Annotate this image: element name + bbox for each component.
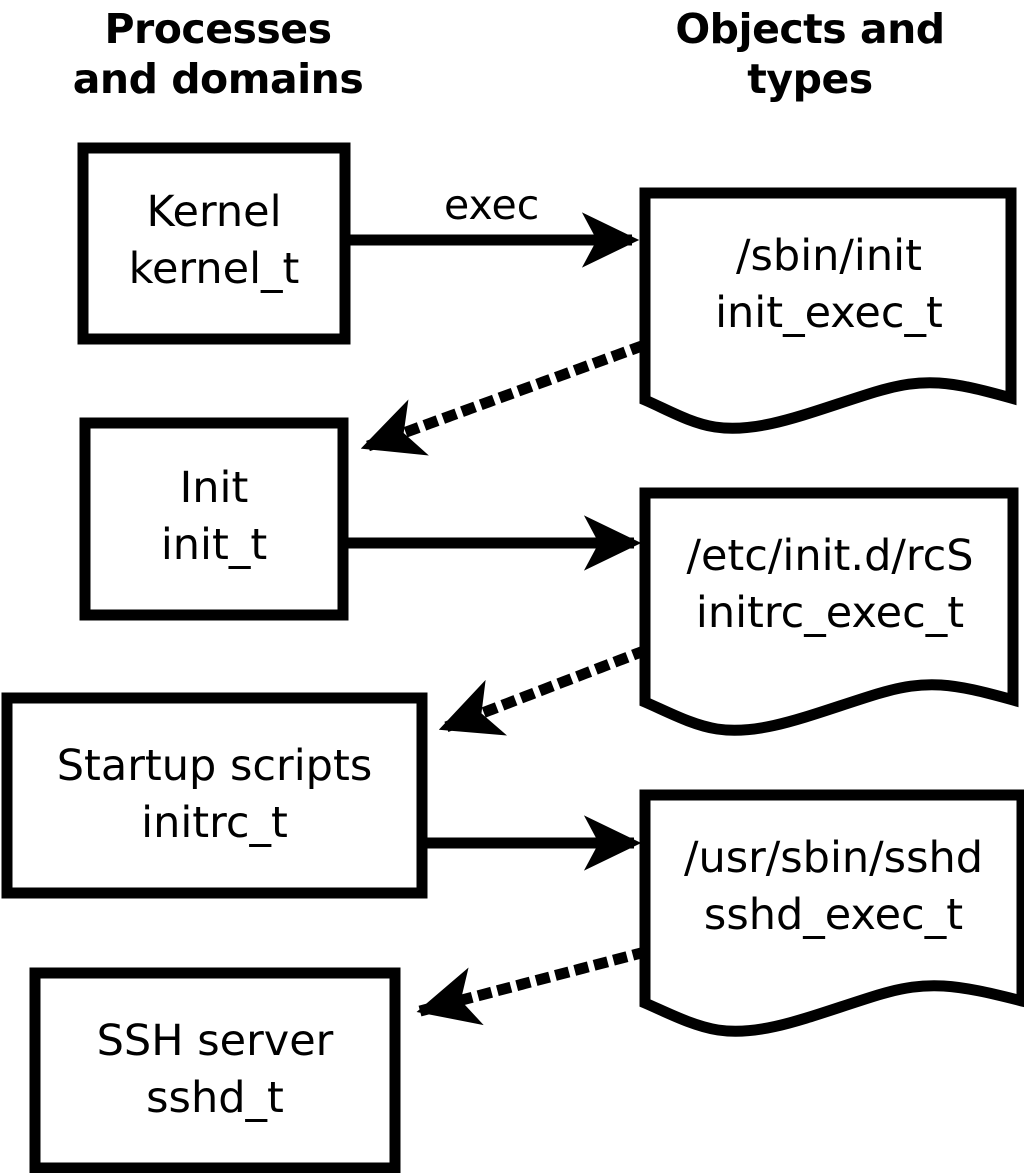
node-initrc-exec-shape[interactable] — [639, 487, 1019, 736]
column-header-processes: Processes and domains — [72, 5, 364, 103]
node-ssh-server-shape[interactable] — [29, 967, 401, 1173]
node-startup-scripts-shape[interactable] — [1, 692, 428, 899]
node-init-exec-shape[interactable] — [639, 187, 1017, 434]
node-kernel-shape[interactable] — [77, 142, 351, 345]
edge-line — [438, 644, 649, 736]
edge-label-exec: exec — [444, 181, 540, 229]
edge-init-exec-to-init[interactable] — [360, 339, 647, 456]
edge-initrc-exec-to-startup-scripts[interactable] — [438, 644, 649, 736]
edge-sshd-exec-to-ssh-server[interactable] — [416, 946, 648, 1026]
node-init-shape[interactable] — [79, 417, 349, 621]
edge-line — [416, 946, 648, 1026]
edge-line — [360, 339, 647, 456]
node-sshd-exec-shape[interactable] — [639, 789, 1024, 1037]
column-header-objects: Objects and types — [675, 5, 945, 103]
